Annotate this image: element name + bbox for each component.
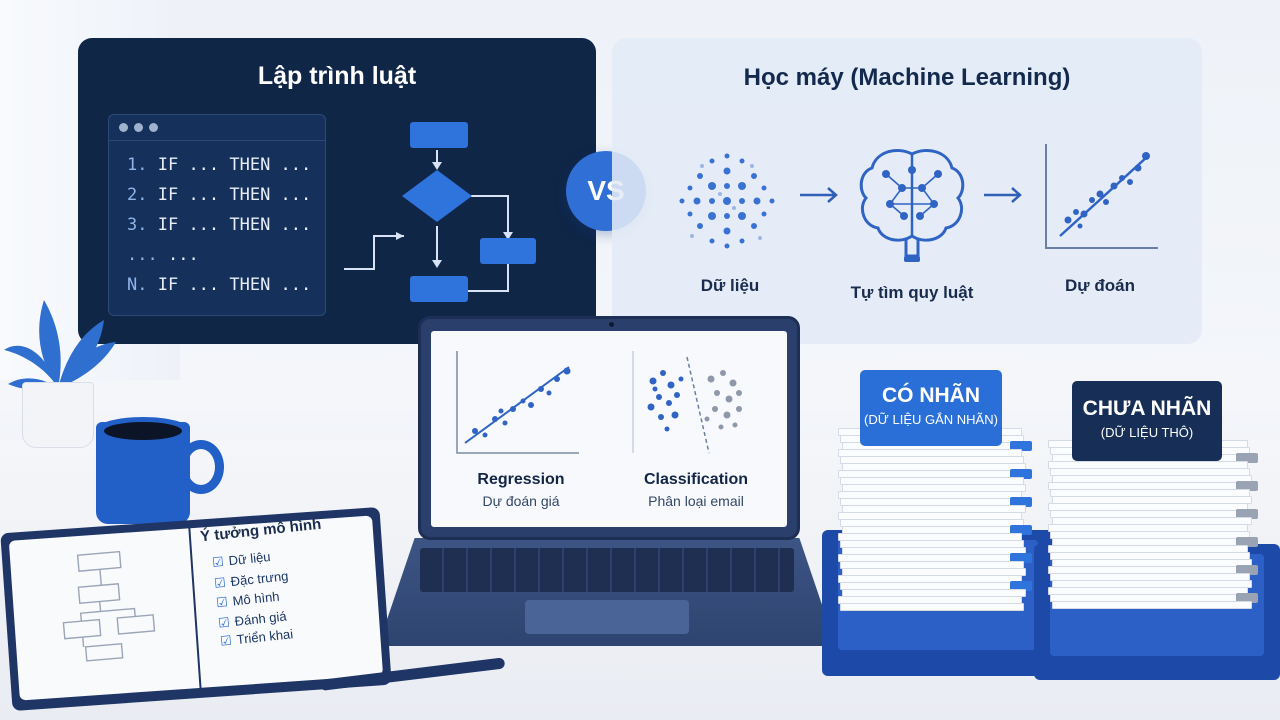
labeled-tag-subtitle: (DỮ LIỆU GẮN NHÃN) [864,412,998,427]
laptop-display: Regression Dự đoán giá Classification Ph… [431,331,787,527]
mug-coffee [104,422,182,440]
classification-chart-icon [632,351,742,454]
regression-chart-icon [456,351,579,454]
rule-based-title: Lập trình luật [257,62,417,90]
paper-tab [1236,537,1258,547]
ml-step-label: Tự tìm quy luật [850,283,974,302]
paper-tab [1010,553,1032,563]
code-window: 1. IF ... THEN ... 2. IF ... THEN ... 3.… [108,114,326,316]
window-dot-icon [134,123,143,132]
checkbox-checked-icon: ☑ [219,632,233,649]
checkbox-checked-icon: ☑ [217,614,231,631]
data-dots-icon [679,153,775,249]
unlabeled-tag-subtitle: (DỮ LIỆU THÔ) [1100,425,1194,440]
classification-subtitle: Phân loại email [648,493,744,509]
ml-step-label: Dữ liệu [700,276,760,295]
arrow-right-icon [800,187,838,203]
labeled-tag: CÓ NHÃN (DỮ LIỆU GẮN NHÃN) [860,370,1002,446]
rule-based-panel: Lập trình luật 1. IF ... THEN ... 2. IF … [78,38,596,344]
paper-sheet [840,603,1024,611]
unlabeled-tag: CHƯA NHÃN (DỮ LIỆU THÔ) [1072,381,1222,461]
laptop-keyboard [420,548,794,592]
code-line: N. IF ... THEN ... [127,275,312,295]
code-line: 3. IF ... THEN ... [127,215,312,235]
machine-learning-title: Học máy (Machine Learning) [743,64,1071,91]
paper-tab [1236,481,1258,491]
regression-subtitle: Dự đoán giá [482,493,560,509]
paper-tab [1010,469,1032,479]
checkbox-checked-icon: ☑ [213,574,227,591]
code-line: 2. IF ... THEN ... [127,185,312,205]
prediction-chart-icon [1045,144,1158,249]
plant-pot [22,382,94,448]
paper-tab [1010,581,1032,591]
paper-tab [1236,593,1258,603]
paper-tab [1236,509,1258,519]
plant-leaves [4,300,116,390]
labeled-tag-title: CÓ NHÃN [882,384,980,407]
ml-step-label: Dự đoán [1065,276,1135,295]
paper-tab [1010,497,1032,507]
window-dot-icon [149,123,158,132]
paper-tab [1236,453,1258,463]
camera-icon [609,322,614,327]
flowchart-icon [344,122,536,302]
code-window-titlebar [109,115,325,141]
window-dot-icon [119,123,128,132]
checkbox-checked-icon: ☑ [211,553,225,571]
arrow-right-icon [984,187,1022,203]
brain-icon [859,149,965,262]
paper-tab [1010,525,1032,535]
checkbox-checked-icon: ☑ [215,594,229,611]
laptop-trackpad [525,600,689,634]
machine-learning-panel: Học máy (Machine Learning) [612,38,1202,344]
code-line: 1. IF ... THEN ... [127,155,312,175]
paper-tab [1010,441,1032,451]
paper-sheet [1052,601,1252,609]
notebook-sketch-icon [62,550,156,662]
regression-title: Regression [477,471,565,488]
code-line: ... ... [127,245,199,265]
paper-tab [1236,565,1258,575]
laptop-screen: Regression Dự đoán giá Classification Ph… [418,316,800,540]
classification-title: Classification [643,471,749,488]
unlabeled-tag-title: CHƯA NHÃN [1082,397,1212,420]
